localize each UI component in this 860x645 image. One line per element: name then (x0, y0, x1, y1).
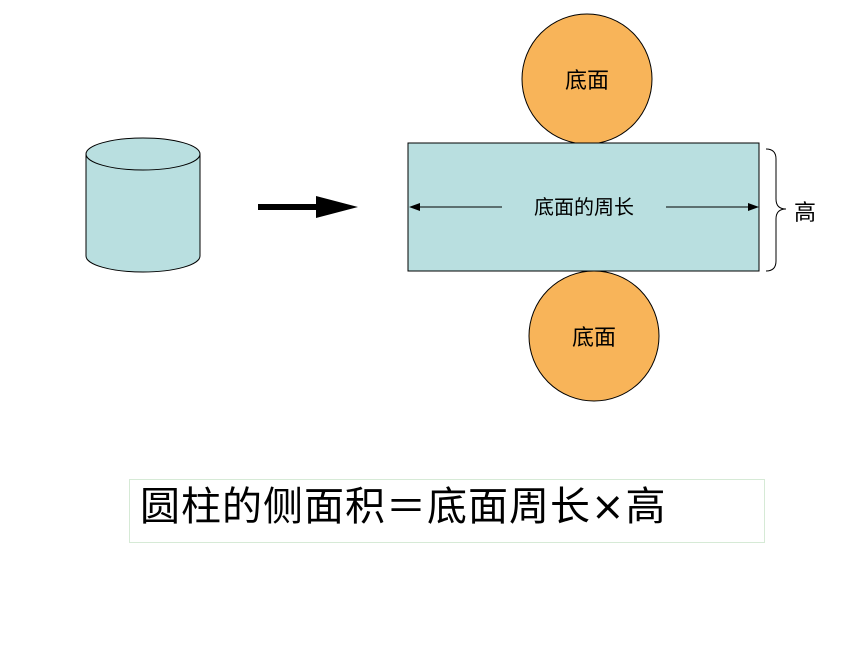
height-label: 高 (794, 201, 816, 226)
formula-box (129, 479, 765, 543)
cylinder-top-ellipse (85, 137, 201, 171)
width-label: 底面的周长 (534, 195, 634, 219)
right-brace-icon (765, 148, 787, 272)
formula-text: 圆柱的侧面积＝底面周长×高 (140, 484, 667, 530)
left-arrowhead-icon (409, 203, 420, 211)
cylinder-body (85, 154, 201, 273)
bottom-base-label: 底面 (572, 326, 616, 351)
right-arrowhead-icon (748, 203, 759, 211)
top-base-label: 底面 (565, 69, 609, 94)
right-arrow-icon (258, 196, 358, 218)
cylinder-shape (85, 137, 201, 273)
width-dimension (409, 203, 759, 211)
